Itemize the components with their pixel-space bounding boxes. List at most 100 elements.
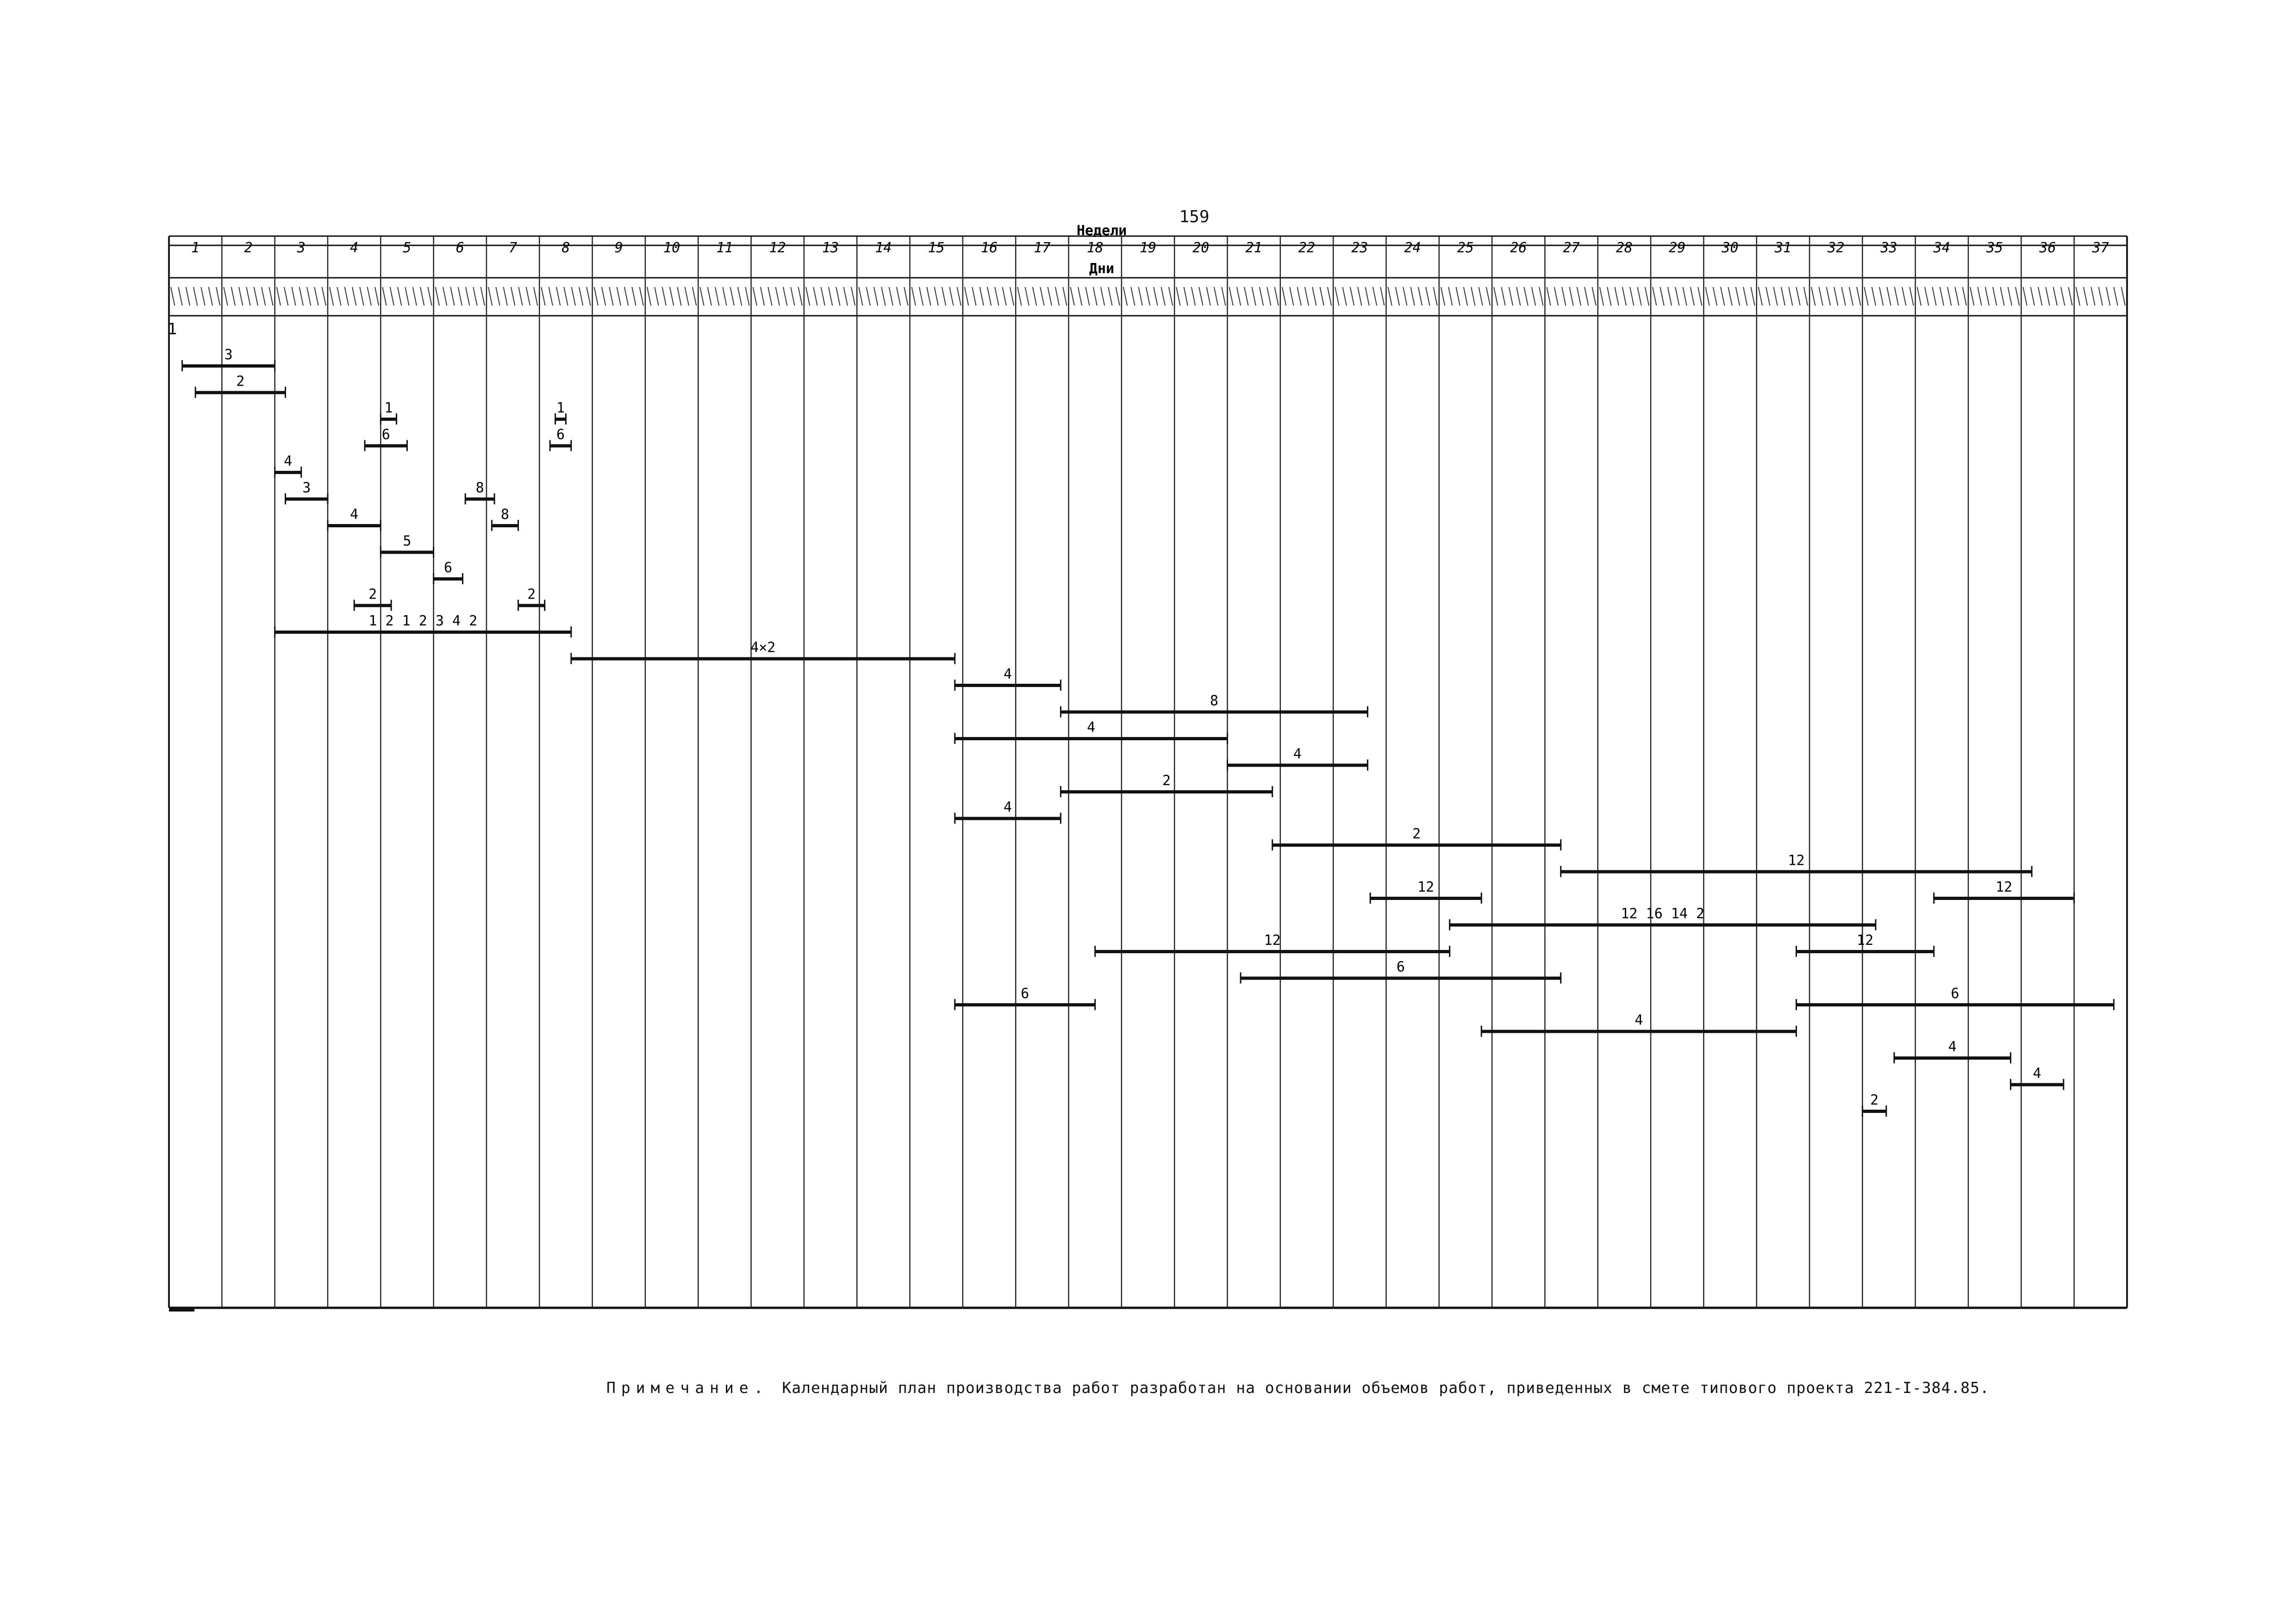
day-tick [1599, 287, 1604, 306]
day-tick [359, 287, 364, 306]
task-label: 4 [1293, 746, 1302, 762]
task-bar [1449, 923, 1876, 927]
week-label: 3 [297, 240, 306, 256]
day-tick [185, 287, 190, 306]
day-tick [1115, 287, 1120, 306]
day-tick [1539, 287, 1544, 306]
day-tick [873, 287, 879, 306]
task-label: 6 [1021, 986, 1029, 1002]
day-tick [337, 287, 342, 306]
day-tick [1728, 287, 1733, 306]
day-tick [1191, 287, 1196, 306]
day-tick [2022, 287, 2028, 306]
day-tick [1546, 287, 1551, 306]
day-tick [1947, 287, 1952, 306]
task-bar [1560, 870, 2032, 874]
day-tick [487, 287, 493, 306]
day-tick [1675, 287, 1680, 306]
task-label: 8 [476, 480, 484, 496]
day-tick [1463, 287, 1468, 306]
task-bar [354, 604, 392, 607]
week-label: 22 [1298, 240, 1315, 256]
day-tick [1871, 287, 1877, 306]
task-label: 5 [403, 533, 411, 550]
day-tick [1591, 287, 1597, 306]
day-tick [850, 287, 856, 306]
day-tick [1750, 287, 1755, 306]
task-label: 4 [2033, 1066, 2041, 1082]
week-label: 13 [822, 240, 839, 256]
task-bar [1241, 976, 1561, 980]
week-label: 31 [1774, 240, 1791, 256]
day-tick [1644, 287, 1650, 306]
task-label: 6 [1951, 986, 1959, 1002]
week-label: 6 [456, 240, 464, 256]
task-bar [518, 604, 545, 607]
days-label: Дни [1089, 261, 1114, 277]
day-tick [231, 287, 236, 306]
day-tick [541, 287, 546, 306]
day-tick [2038, 287, 2043, 306]
day-tick [858, 287, 863, 306]
day-tick [1924, 287, 1929, 306]
day-tick [1977, 287, 1982, 306]
day-tick [1735, 287, 1741, 306]
day-tick [2090, 287, 2096, 306]
day-tick [1440, 287, 1446, 306]
week-label: 35 [1986, 240, 2003, 256]
task-bar [955, 817, 1061, 820]
day-tick [1879, 287, 1884, 306]
day-tick [1622, 287, 1627, 306]
task-label: 8 [1210, 693, 1218, 709]
day-tick [1697, 287, 1703, 306]
day-tick [351, 287, 357, 306]
week-label: 15 [928, 240, 945, 256]
day-tick [1954, 287, 1959, 306]
week-grid [168, 236, 2128, 1308]
week-label: 25 [1457, 240, 1474, 256]
task-label: 4 [350, 506, 358, 523]
day-tick [896, 287, 901, 306]
day-tick [253, 287, 258, 306]
week-label: 8 [562, 240, 570, 256]
task-bar [327, 524, 381, 527]
day-tick [1992, 287, 1997, 306]
day-tick [1198, 287, 1204, 306]
day-tick [881, 287, 886, 306]
day-tick [2000, 287, 2005, 306]
week-label: 7 [509, 240, 517, 256]
day-tick [2121, 287, 2126, 306]
day-tick [994, 287, 999, 306]
day-tick [813, 287, 818, 306]
task-label: 8 [501, 506, 509, 523]
task-bar [2010, 1083, 2064, 1087]
day-tick [1501, 287, 1506, 306]
task-bar [1370, 897, 1482, 900]
day-tick [1168, 287, 1173, 306]
day-tick [1251, 287, 1256, 306]
day-tick [601, 287, 606, 306]
day-tick [1660, 287, 1665, 306]
task-bar [1862, 1110, 1886, 1113]
day-tick [934, 287, 939, 306]
task-bar [275, 471, 301, 474]
day-tick [1070, 287, 1075, 306]
day-tick [1380, 287, 1385, 306]
day-tick [888, 287, 893, 306]
day-tick [1289, 287, 1294, 306]
day-tick [1909, 287, 1914, 306]
day-tick [193, 287, 198, 306]
day-tick [1259, 287, 1264, 306]
day-tick [374, 287, 380, 306]
day-tick [1160, 287, 1166, 306]
task-bar [285, 497, 328, 501]
day-tick [1780, 287, 1786, 306]
day-tick [1365, 287, 1370, 306]
day-tick [1962, 287, 1967, 306]
day-tick [941, 287, 947, 306]
day-tick [1417, 287, 1423, 306]
day-tick [382, 287, 387, 306]
day-tick [1448, 287, 1453, 306]
day-tick [684, 287, 689, 306]
day-tick [1864, 287, 1869, 306]
